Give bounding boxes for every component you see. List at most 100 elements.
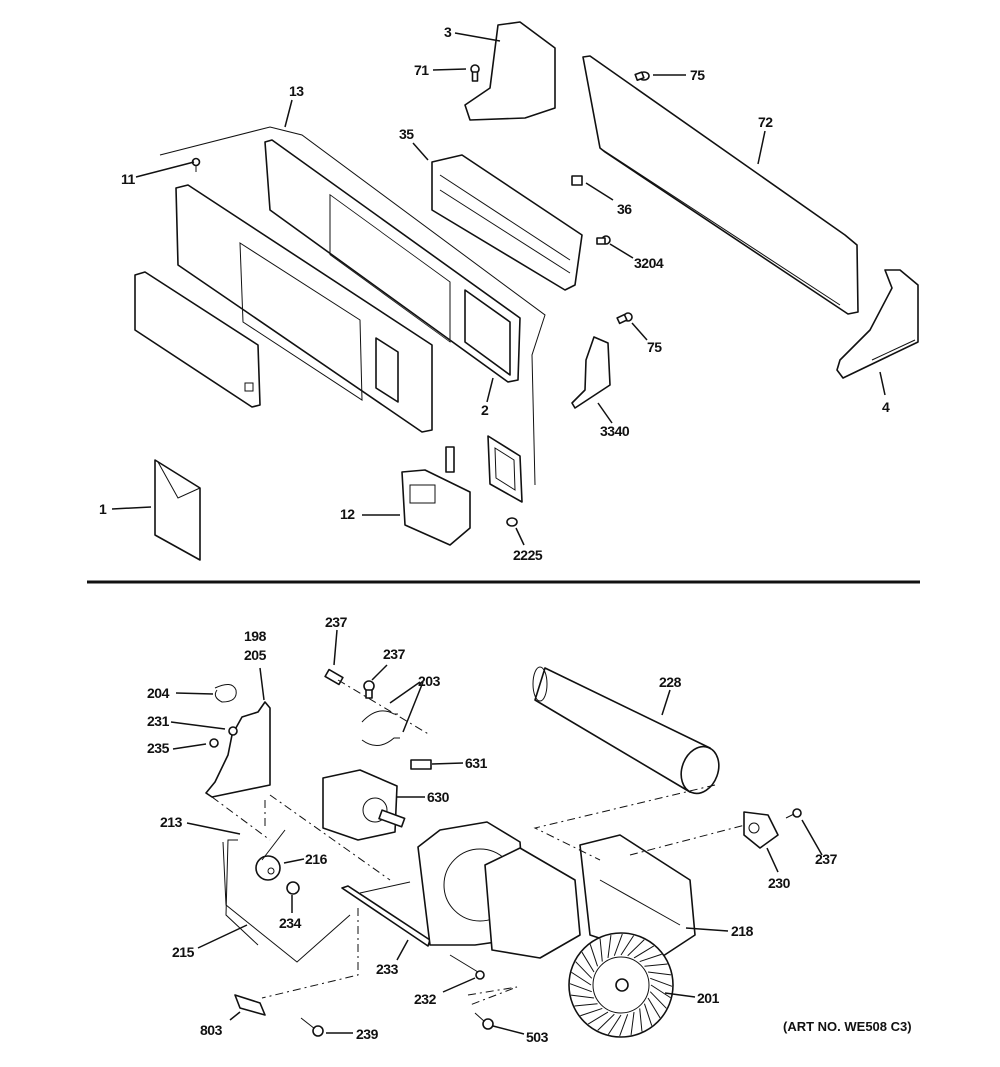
blower-blade [620,935,635,956]
blower-blade [619,1014,629,1037]
part-803-switch [234,994,266,1016]
gasket-frame [487,435,523,503]
label-11: 11 [121,171,136,187]
blower-blade [630,1011,635,1036]
blower-blade [647,997,661,1019]
label-3: 3 [444,24,452,40]
label-631: 631 [465,755,488,771]
part-218-blower-housing [417,821,696,959]
part-36-clip [571,175,583,186]
blower-blade [607,1014,622,1035]
assembly-lines [211,679,746,1006]
lower-section: 198 205 204 231 235 237 237 203 631 630 … [147,614,912,1045]
blower-blade [650,977,673,987]
part-203-clamps [361,710,400,746]
label-230: 230 [768,875,791,891]
label-198: 198 [244,628,267,644]
label-12: 12 [340,506,355,522]
blower-blade [647,971,672,976]
overlay-panel [134,271,261,408]
part-205-bracket [205,701,271,798]
part-12-selector-module [401,446,471,546]
blower-blade [597,1013,615,1031]
label-216: 216 [305,851,328,867]
label-232: 232 [414,991,437,1007]
part-216-pulley [255,829,286,881]
part-75-screw-lower [616,312,633,325]
blower-blade [627,939,645,957]
blower-blade [599,938,603,962]
label-203: 203 [418,673,441,689]
blower-blade [633,945,655,959]
label-75-upper: 75 [690,67,705,83]
art-number: (ART NO. WE508 C3) [783,1019,912,1034]
label-235: 235 [147,740,170,756]
label-503: 503 [526,1029,549,1045]
blower-blade [639,1008,643,1032]
label-231: 231 [147,713,170,729]
part-71-screw [470,64,480,82]
label-35: 35 [399,126,414,142]
label-234: 234 [279,915,302,931]
label-3204: 3204 [634,255,664,271]
label-4: 4 [882,399,890,415]
label-1: 1 [99,501,107,517]
part-213-wire [225,839,259,946]
label-228: 228 [659,674,682,690]
label-205: 205 [244,647,267,663]
part-503-screw [474,1012,494,1030]
part-230-thermostat [743,811,779,849]
label-803: 803 [200,1022,223,1038]
part-2225-screw [506,517,518,527]
part-204-clip [214,684,237,703]
part-631-connector [410,759,432,770]
part-35-board-bracket [431,154,583,291]
label-218: 218 [731,923,754,939]
part-3340-bracket [571,336,611,409]
part-11-screw [191,157,201,172]
blower-blade [580,1007,603,1017]
part-215-rod [222,841,351,963]
part-231-screw [228,726,238,736]
part-235-screw [209,738,219,748]
part-201-blower-wheel [568,932,674,1038]
label-2225: 2225 [513,547,543,563]
part-13-backsplash-outline [159,126,546,486]
blower-blade [569,983,592,993]
part-237-screw-b [363,680,375,699]
label-204: 204 [147,685,170,701]
part-75-screw-upper [634,71,650,81]
blower-blade [570,994,595,999]
blower-blade [575,961,593,979]
part-234-nut [286,881,300,895]
label-3340: 3340 [600,423,630,439]
label-13: 13 [289,83,304,99]
blower-blade [650,984,671,999]
part-3-end-cap [464,21,556,121]
part-228-duct [532,666,720,795]
label-630: 630 [427,789,450,805]
part-239-screw [300,1017,324,1037]
part-232-bolt [449,954,485,980]
lower-labels: 198 205 204 231 235 237 237 203 631 630 … [147,614,838,1045]
blower-blade [607,934,612,959]
label-213: 213 [160,814,183,830]
part-3204-screw [596,235,611,245]
label-72: 72 [758,114,773,130]
label-2: 2 [481,402,489,418]
control-faceplate [175,184,433,433]
label-233: 233 [376,961,399,977]
label-237-a: 237 [325,614,348,630]
part-72-rear-panel [582,55,859,315]
label-237-c: 237 [815,851,838,867]
lower-leaders [170,629,823,1035]
part-630-motor-switch [322,769,406,841]
part-233-idler-arm [341,881,431,947]
part-237-screw-a [324,668,344,686]
blower-blade [639,953,662,963]
part-2-control-frame [264,139,521,383]
blower-blade [649,991,667,1009]
blower-blade [574,1003,598,1007]
label-239: 239 [356,1026,379,1042]
